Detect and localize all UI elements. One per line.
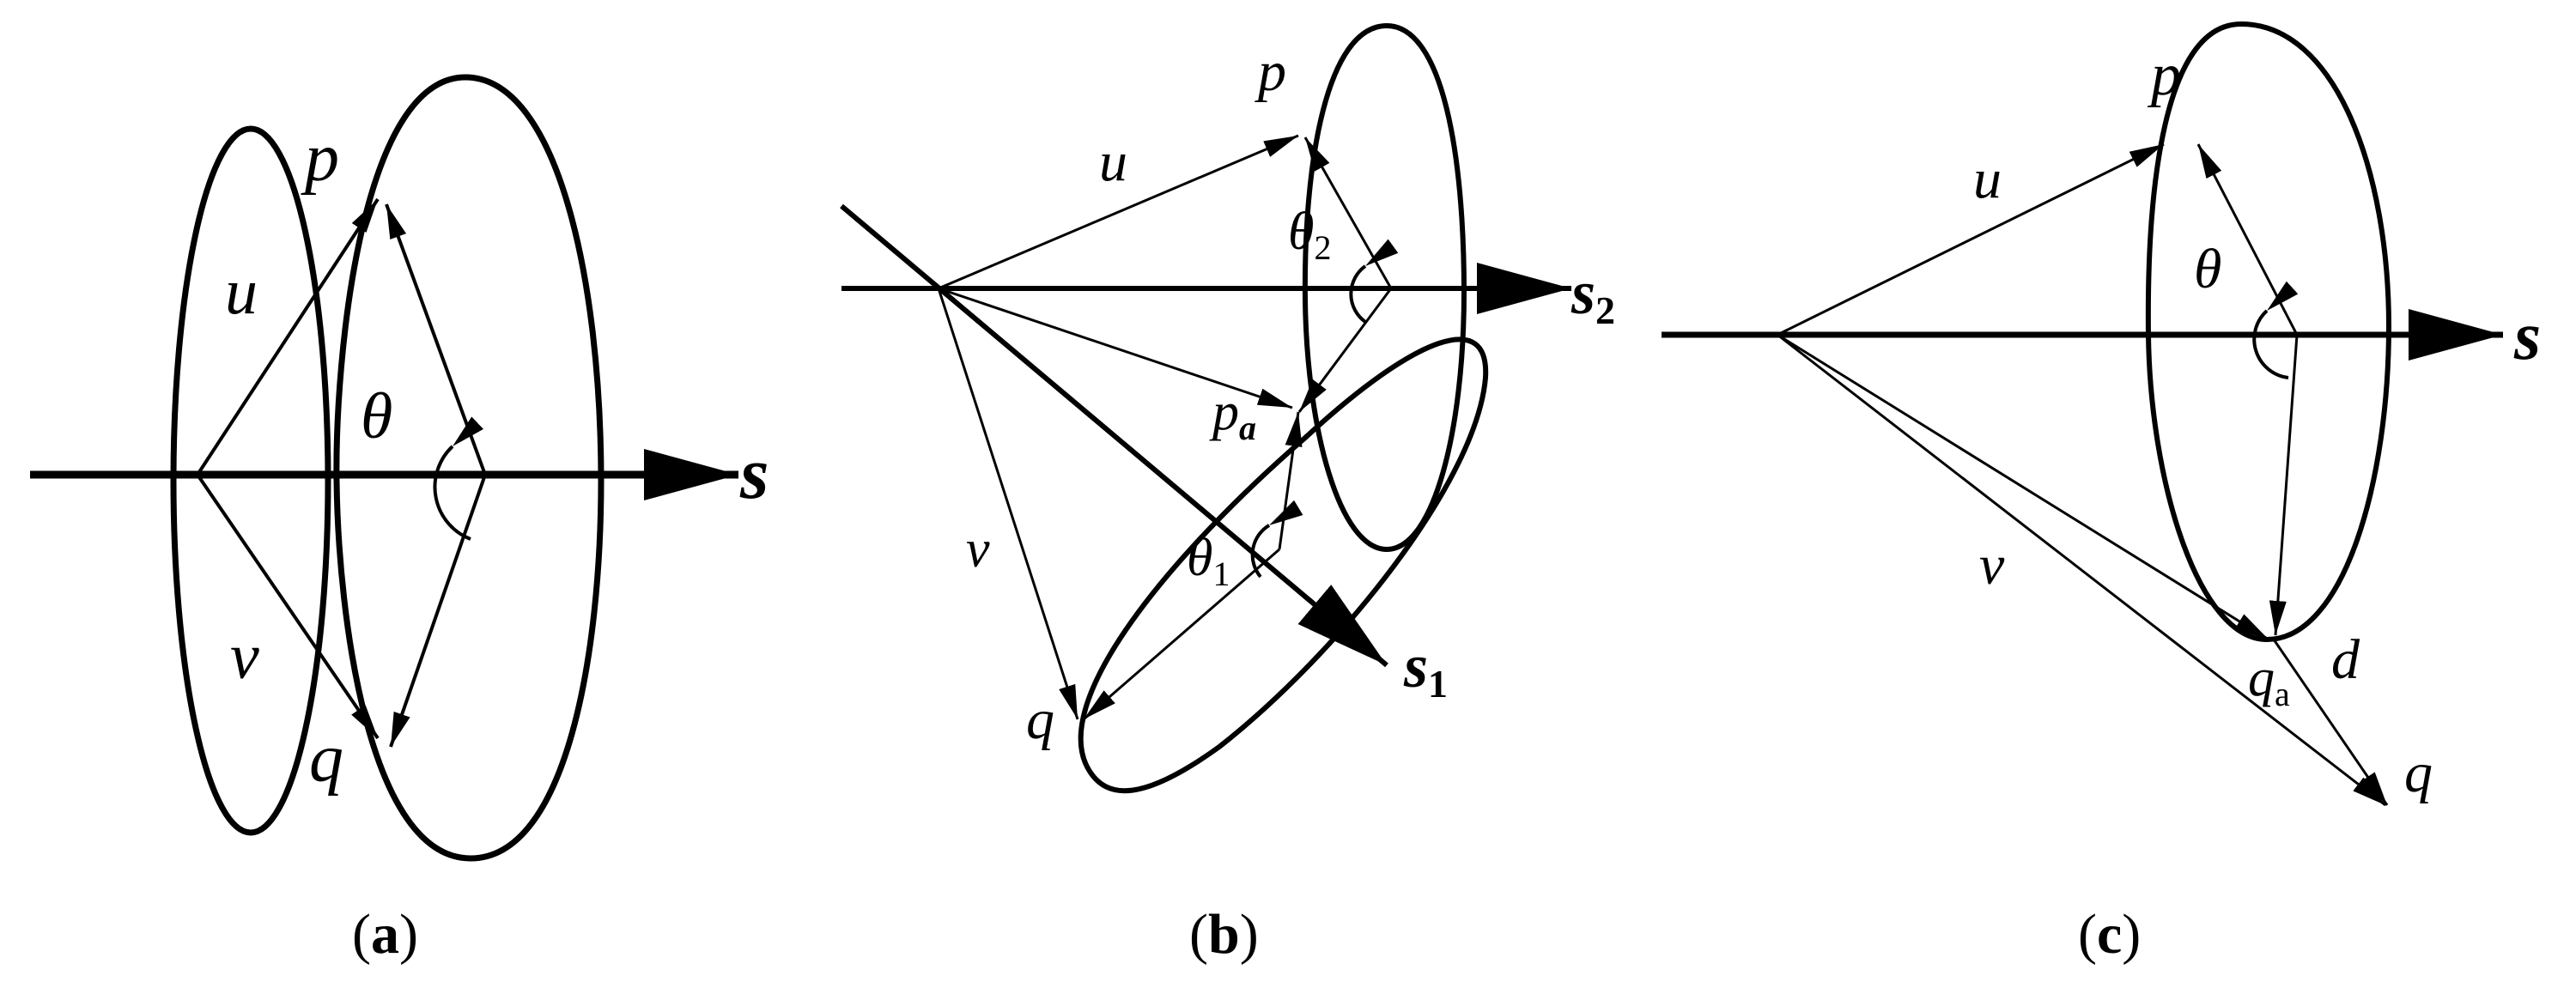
panel-a-vector-u — [196, 197, 380, 476]
panel-b-radius-pa-s1 — [1278, 411, 1303, 550]
panel-a-label-theta: θ — [361, 380, 392, 452]
panel-a-radius-p — [385, 203, 487, 476]
panel-b-vector-pa — [938, 287, 1293, 409]
panel-c-label-qa: qa — [2248, 649, 2290, 713]
panel-a-label-q: q — [309, 721, 343, 797]
panel-b-angle-arc-theta2 — [1349, 239, 1399, 324]
panel-b: p u θ2 s2 pa v θ1 s1 q (b) — [840, 22, 1615, 966]
panel-b-label-s2: s2 — [1571, 258, 1615, 332]
panel-b-label-s1: s1 — [1403, 632, 1448, 706]
panel-c-vector-u — [1777, 142, 2165, 336]
panel-b-radius-pa-s2 — [1297, 288, 1393, 413]
panel-c-label-v: v — [1979, 534, 2005, 597]
panel-b-caption: (b) — [1189, 903, 1259, 966]
panel-b-angle-arc-theta1 — [1250, 500, 1303, 579]
panel-b-ellipse-s1 — [1078, 336, 1489, 794]
panel-b-label-q: q — [1026, 688, 1054, 751]
panel-c-vector-qa — [1777, 333, 2269, 641]
panel-a-label-s: s — [739, 432, 769, 514]
panel-a: p u θ s v q (a) — [30, 74, 769, 966]
panel-c-label-p: p — [2147, 42, 2181, 108]
panel-a-vector-v — [196, 473, 380, 740]
panel-b-label-p: p — [1255, 40, 1286, 103]
panel-c-radius-qa — [2269, 334, 2299, 636]
panel-b-label-v: v — [966, 520, 990, 579]
panel-b-label-u: u — [1099, 130, 1127, 193]
panel-b-label-theta1: θ1 — [1187, 529, 1230, 593]
panel-a-radius-q — [389, 474, 487, 748]
panel-c-angle-arc — [2252, 281, 2299, 379]
panel-c-label-q: q — [2404, 742, 2433, 804]
panel-a-label-p: p — [301, 120, 339, 196]
panel-a-label-v: v — [230, 621, 259, 693]
panel-b-s1-axis — [840, 203, 1388, 668]
panel-b-vector-u — [938, 134, 1299, 290]
panel-c-vector-d — [2272, 639, 2389, 806]
panel-c-label-s: s — [2513, 299, 2541, 374]
panel-c-caption: (c) — [2078, 903, 2141, 966]
panel-b-radius-q — [1083, 548, 1280, 721]
panel-c-label-theta: θ — [2194, 238, 2221, 300]
panel-a-caption: (a) — [352, 903, 418, 966]
panel-b-vector-v — [937, 288, 1079, 720]
panel-b-label-pa: pa — [1209, 383, 1256, 447]
panel-a-circle — [170, 125, 331, 836]
panel-a-angle-arc — [433, 416, 483, 541]
panel-a-label-u: u — [225, 256, 258, 328]
panel-c-label-d: d — [2331, 628, 2360, 691]
panel-c-label-u: u — [1973, 148, 2002, 210]
panel-a-ellipse — [333, 74, 605, 862]
panel-c: p u θ s v qa d q (c) — [1662, 21, 2541, 966]
panel-b-label-theta2: θ2 — [1288, 203, 1331, 267]
panel-c-vector-v — [1777, 333, 2386, 807]
